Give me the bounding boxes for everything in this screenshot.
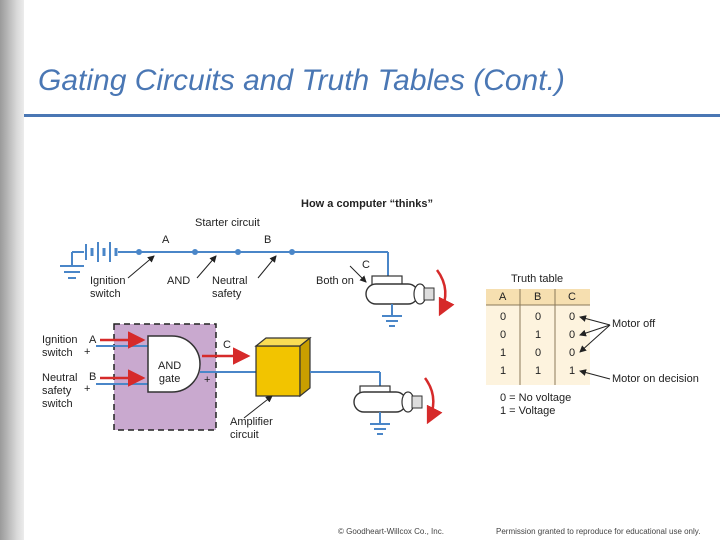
starter-circuit-label: Starter circuit — [195, 217, 260, 229]
bottom-label-ignition-switch: Ignition switch — [42, 334, 78, 359]
battery-ground-icon — [60, 252, 84, 279]
slide-title: Gating Circuits and Truth Tables (Cont.) — [38, 64, 565, 97]
gate-label: AND gate — [158, 360, 182, 385]
bottom-label-a: A — [89, 334, 97, 346]
bottom-label-plus-a: + — [84, 346, 91, 358]
footer-copyright: © Goodheart-Willcox Co., Inc. — [338, 527, 444, 536]
rotation-arrow-icon-2 — [423, 377, 443, 425]
switch-contact-a1 — [136, 249, 142, 255]
gate-circuit — [96, 323, 443, 435]
starter-circuit — [60, 242, 455, 327]
bottom-label-plus-b: + — [84, 383, 91, 395]
starter-motor-icon — [365, 275, 435, 327]
bottom-label-neutral-safety-switch: Neutral safety switch — [42, 372, 78, 410]
bottom-label-b: B — [89, 371, 97, 383]
motor-on-label: Motor on decision — [612, 373, 699, 385]
legend-voltage: 1 = Voltage — [500, 405, 556, 417]
truth-table — [486, 289, 590, 385]
bottom-label-c: C — [223, 339, 231, 351]
truth-table-header-c: C — [568, 291, 576, 303]
truth-table-cell: 1 — [535, 329, 542, 341]
truth-table-cell: 0 — [500, 329, 507, 341]
truth-table-header-b: B — [534, 291, 542, 303]
truth-table-cell: 0 — [569, 329, 576, 341]
truth-table-cell: 1 — [569, 365, 576, 377]
slide-side-bar — [0, 0, 24, 540]
diagram-heading: How a computer “thinks” — [301, 198, 434, 210]
legend-no-voltage: 0 = No voltage — [500, 392, 572, 404]
top-label-ignition-switch: Ignition switch — [90, 275, 126, 300]
top-label-both-on: Both on — [316, 275, 354, 287]
top-label-a: A — [162, 234, 170, 246]
top-label-c: C — [362, 259, 370, 271]
footer-permission: Permission granted to reproduce for educ… — [496, 527, 701, 536]
truth-table-cell: 0 — [535, 311, 542, 323]
title-rule — [24, 114, 720, 117]
and-gate-icon — [147, 335, 201, 393]
amplifier-circuit-label: Amplifier circuit — [230, 416, 273, 441]
truth-table-header-a: A — [499, 291, 507, 303]
truth-table-cell: 0 — [569, 311, 576, 323]
truth-table-cell: 0 — [535, 347, 542, 359]
rotation-arrow-icon — [435, 269, 455, 317]
truth-table-cell: 1 — [500, 347, 507, 359]
top-label-b: B — [264, 234, 272, 246]
switch-contact-b1 — [235, 249, 241, 255]
starter-motor-icon-2 — [353, 385, 423, 435]
truth-table-pointers — [579, 315, 611, 380]
bottom-label-plus-out: + — [204, 374, 211, 386]
switch-contact-a2 — [192, 249, 198, 255]
truth-table-cell: 1 — [500, 365, 507, 377]
top-label-and: AND — [167, 275, 191, 287]
motor-off-label: Motor off — [612, 318, 656, 330]
truth-table-cell: 0 — [569, 347, 576, 359]
truth-table-cell: 0 — [500, 311, 507, 323]
truth-table-cell: 1 — [535, 365, 542, 377]
switch-contact-b2 — [289, 249, 295, 255]
battery-icon — [85, 242, 118, 262]
amplifier-icon — [254, 336, 312, 398]
top-label-neutral-safety: Neutral safety — [212, 275, 248, 300]
truth-table-title: Truth table — [511, 273, 564, 285]
